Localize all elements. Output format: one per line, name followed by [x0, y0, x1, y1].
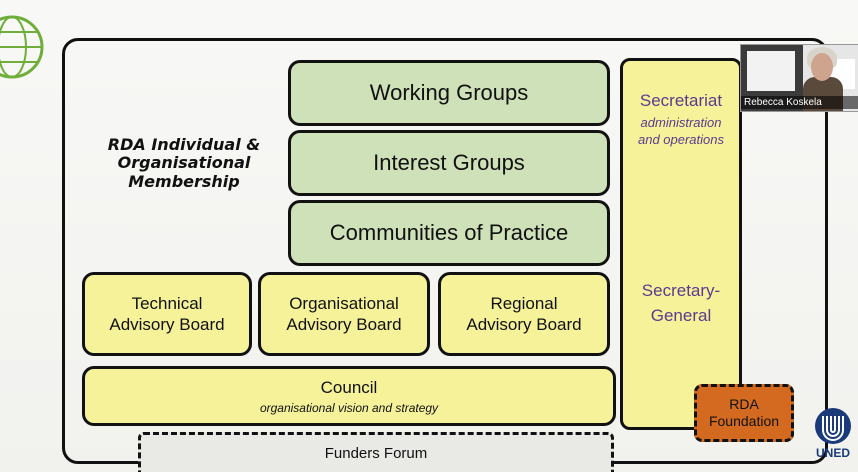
- communities-of-practice-box: Communities of Practice: [288, 200, 610, 266]
- communities-of-practice-label: Communities of Practice: [329, 220, 569, 245]
- regional-advisory-board-box: Regional Advisory Board: [438, 272, 610, 356]
- secretariat-subtitle-line2: and operations: [637, 131, 724, 147]
- technical-advisory-board-box: Technical Advisory Board: [82, 272, 252, 356]
- regional-board-line1: Regional: [490, 293, 558, 313]
- organisational-advisory-board-box: Organisational Advisory Board: [258, 272, 430, 356]
- secretariat-subtitle: administration and operations: [623, 115, 739, 149]
- technical-board-line1: Technical: [131, 293, 203, 313]
- working-groups-box: Working Groups: [288, 60, 610, 126]
- uned-logo: UNED: [810, 404, 856, 468]
- organisational-board-line2: Advisory Board: [286, 315, 402, 334]
- organisational-board-line1: Organisational: [289, 293, 399, 313]
- regional-board-line2: Advisory Board: [466, 315, 582, 334]
- secretary-general-line2: General: [650, 305, 712, 325]
- foundation-line2: Foundation: [708, 413, 780, 429]
- rda-foundation-box: RDA Foundation: [694, 384, 794, 442]
- speaker-name: Rebecca Koskela: [741, 96, 858, 109]
- membership-label: RDA Individual & Organisational Membersh…: [107, 135, 261, 191]
- interest-groups-label: Interest Groups: [373, 150, 525, 175]
- rda-globe-logo: [0, 15, 44, 79]
- secretary-general-line1: Secretary-: [641, 281, 721, 300]
- council-title: Council: [320, 378, 378, 398]
- secretariat-box: Secretariat administration and operation…: [620, 58, 742, 430]
- foundation-line1: RDA: [729, 395, 759, 412]
- uned-logo-text: UNED: [815, 446, 850, 460]
- technical-board-line2: Advisory Board: [109, 315, 225, 334]
- council-box: Council organisational vision and strate…: [82, 366, 616, 426]
- uned-icon: [815, 408, 851, 444]
- secretary-general: Secretary- General: [623, 279, 739, 328]
- interest-groups-box: Interest Groups: [288, 130, 610, 196]
- funders-forum-box: Funders Forum: [138, 432, 614, 472]
- working-groups-label: Working Groups: [369, 80, 529, 105]
- secretariat-subtitle-line1: administration: [640, 115, 722, 130]
- council-subtitle: organisational vision and strategy: [259, 400, 439, 415]
- speaker-webcam[interactable]: Rebecca Koskela: [740, 44, 858, 112]
- secretariat-title: Secretariat: [639, 91, 723, 110]
